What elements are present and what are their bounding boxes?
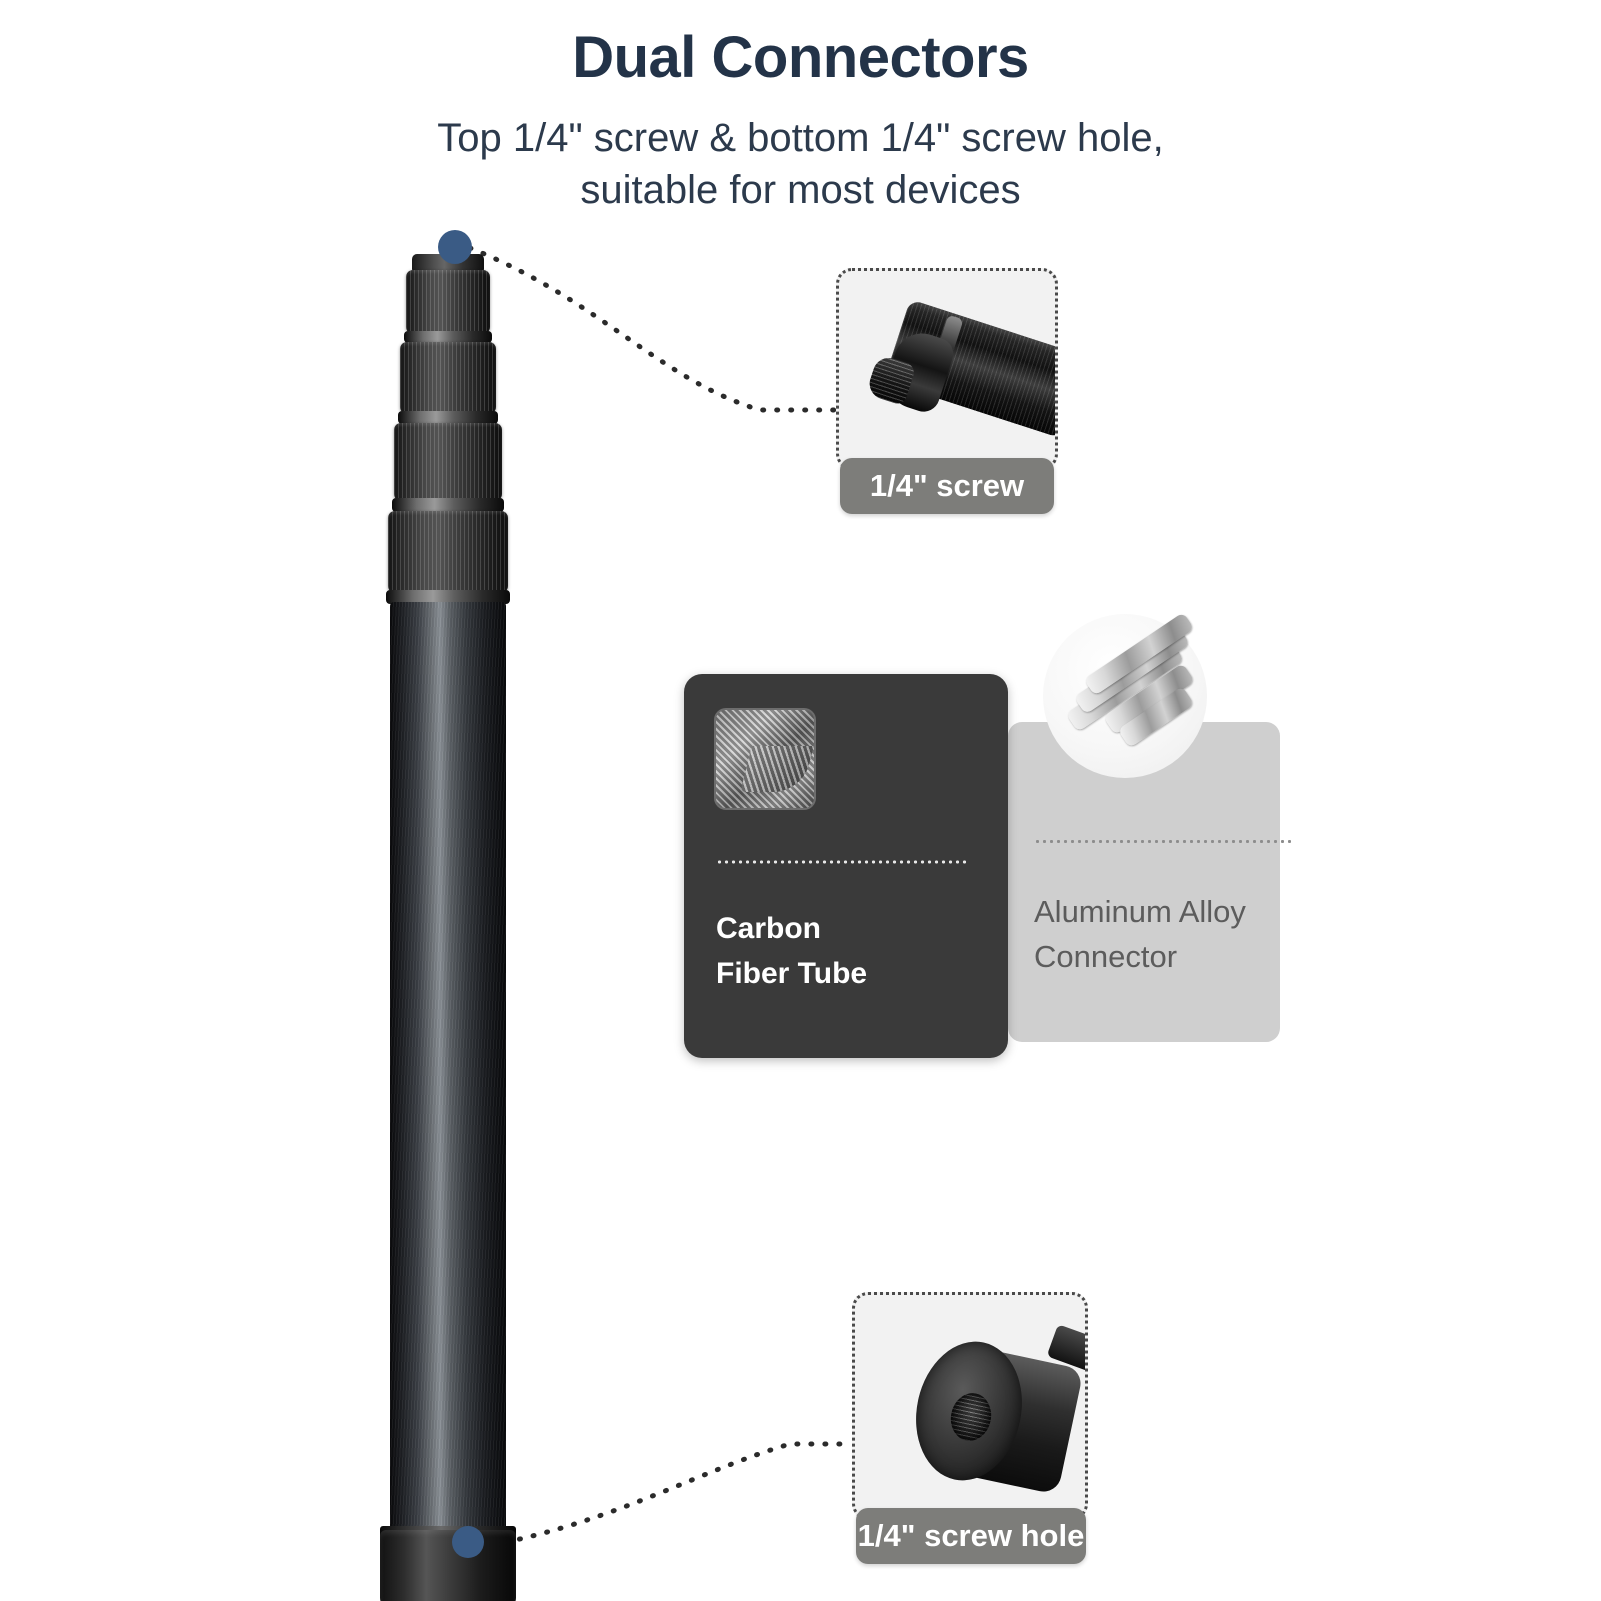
page-title: Dual Connectors [572, 25, 1029, 90]
carbon-fiber-fold [740, 746, 814, 792]
card-divider-carbon [716, 860, 968, 864]
subtitle-line-2: suitable for most devices [580, 167, 1021, 212]
callout-top-frame [836, 268, 1058, 470]
monopod-rubber-foot [380, 1530, 516, 1601]
material-card-aluminum-text: Aluminum Alloy Connector [1034, 890, 1284, 980]
aluminum-line-2: Connector [1034, 938, 1178, 974]
card-divider-aluminum [1034, 840, 1294, 843]
screw-connector-photo [839, 271, 1055, 467]
monopod-product-image [376, 230, 536, 1601]
carbon-fiber-tube [390, 602, 506, 1532]
aluminum-rods-icon [1043, 612, 1207, 778]
screw-hole-photo [855, 1295, 1085, 1517]
twist-lock-1 [406, 270, 490, 334]
carbon-line-2: Fiber Tube [716, 957, 868, 990]
lock-collar-1 [404, 331, 492, 343]
leader-line-bottom [489, 1441, 855, 1548]
callout-bottom-frame [852, 1292, 1088, 1520]
subtitle-line-1: Top 1/4" screw & bottom 1/4" screw hole, [437, 115, 1164, 160]
lock-collar-3 [392, 498, 504, 512]
callout-bottom-label-text: 1/4" screw hole [857, 1518, 1085, 1553]
callout-bottom-screw-hole: 1/4" screw hole [852, 1292, 1094, 1570]
callout-top-label: 1/4" screw [840, 458, 1054, 514]
header: Dual Connectors Top 1/4" screw & bottom … [0, 0, 1601, 216]
twist-lock-4 [388, 511, 508, 593]
material-card-carbon-text: Carbon Fiber Tube [716, 906, 986, 996]
material-card-carbon: Carbon Fiber Tube [684, 674, 1008, 1058]
hotspot-marker-bottom [452, 1526, 484, 1558]
lock-collar-4 [386, 590, 510, 604]
twist-lock-2 [400, 342, 496, 414]
lock-collar-2 [398, 411, 498, 424]
hotspot-marker-top [438, 230, 472, 264]
callout-bottom-label: 1/4" screw hole [856, 1508, 1086, 1564]
callout-top-screw: 1/4" screw [836, 268, 1064, 518]
page-subtitle: Top 1/4" screw & bottom 1/4" screw hole,… [0, 112, 1601, 216]
carbon-line-1: Carbon [716, 912, 821, 945]
material-card-aluminum: Aluminum Alloy Connector [1008, 722, 1294, 1042]
carbon-fiber-weave-icon [714, 708, 816, 810]
aluminum-line-1: Aluminum Alloy [1034, 894, 1246, 929]
callout-top-label-text: 1/4" screw [869, 468, 1025, 503]
twist-lock-3 [394, 423, 502, 501]
